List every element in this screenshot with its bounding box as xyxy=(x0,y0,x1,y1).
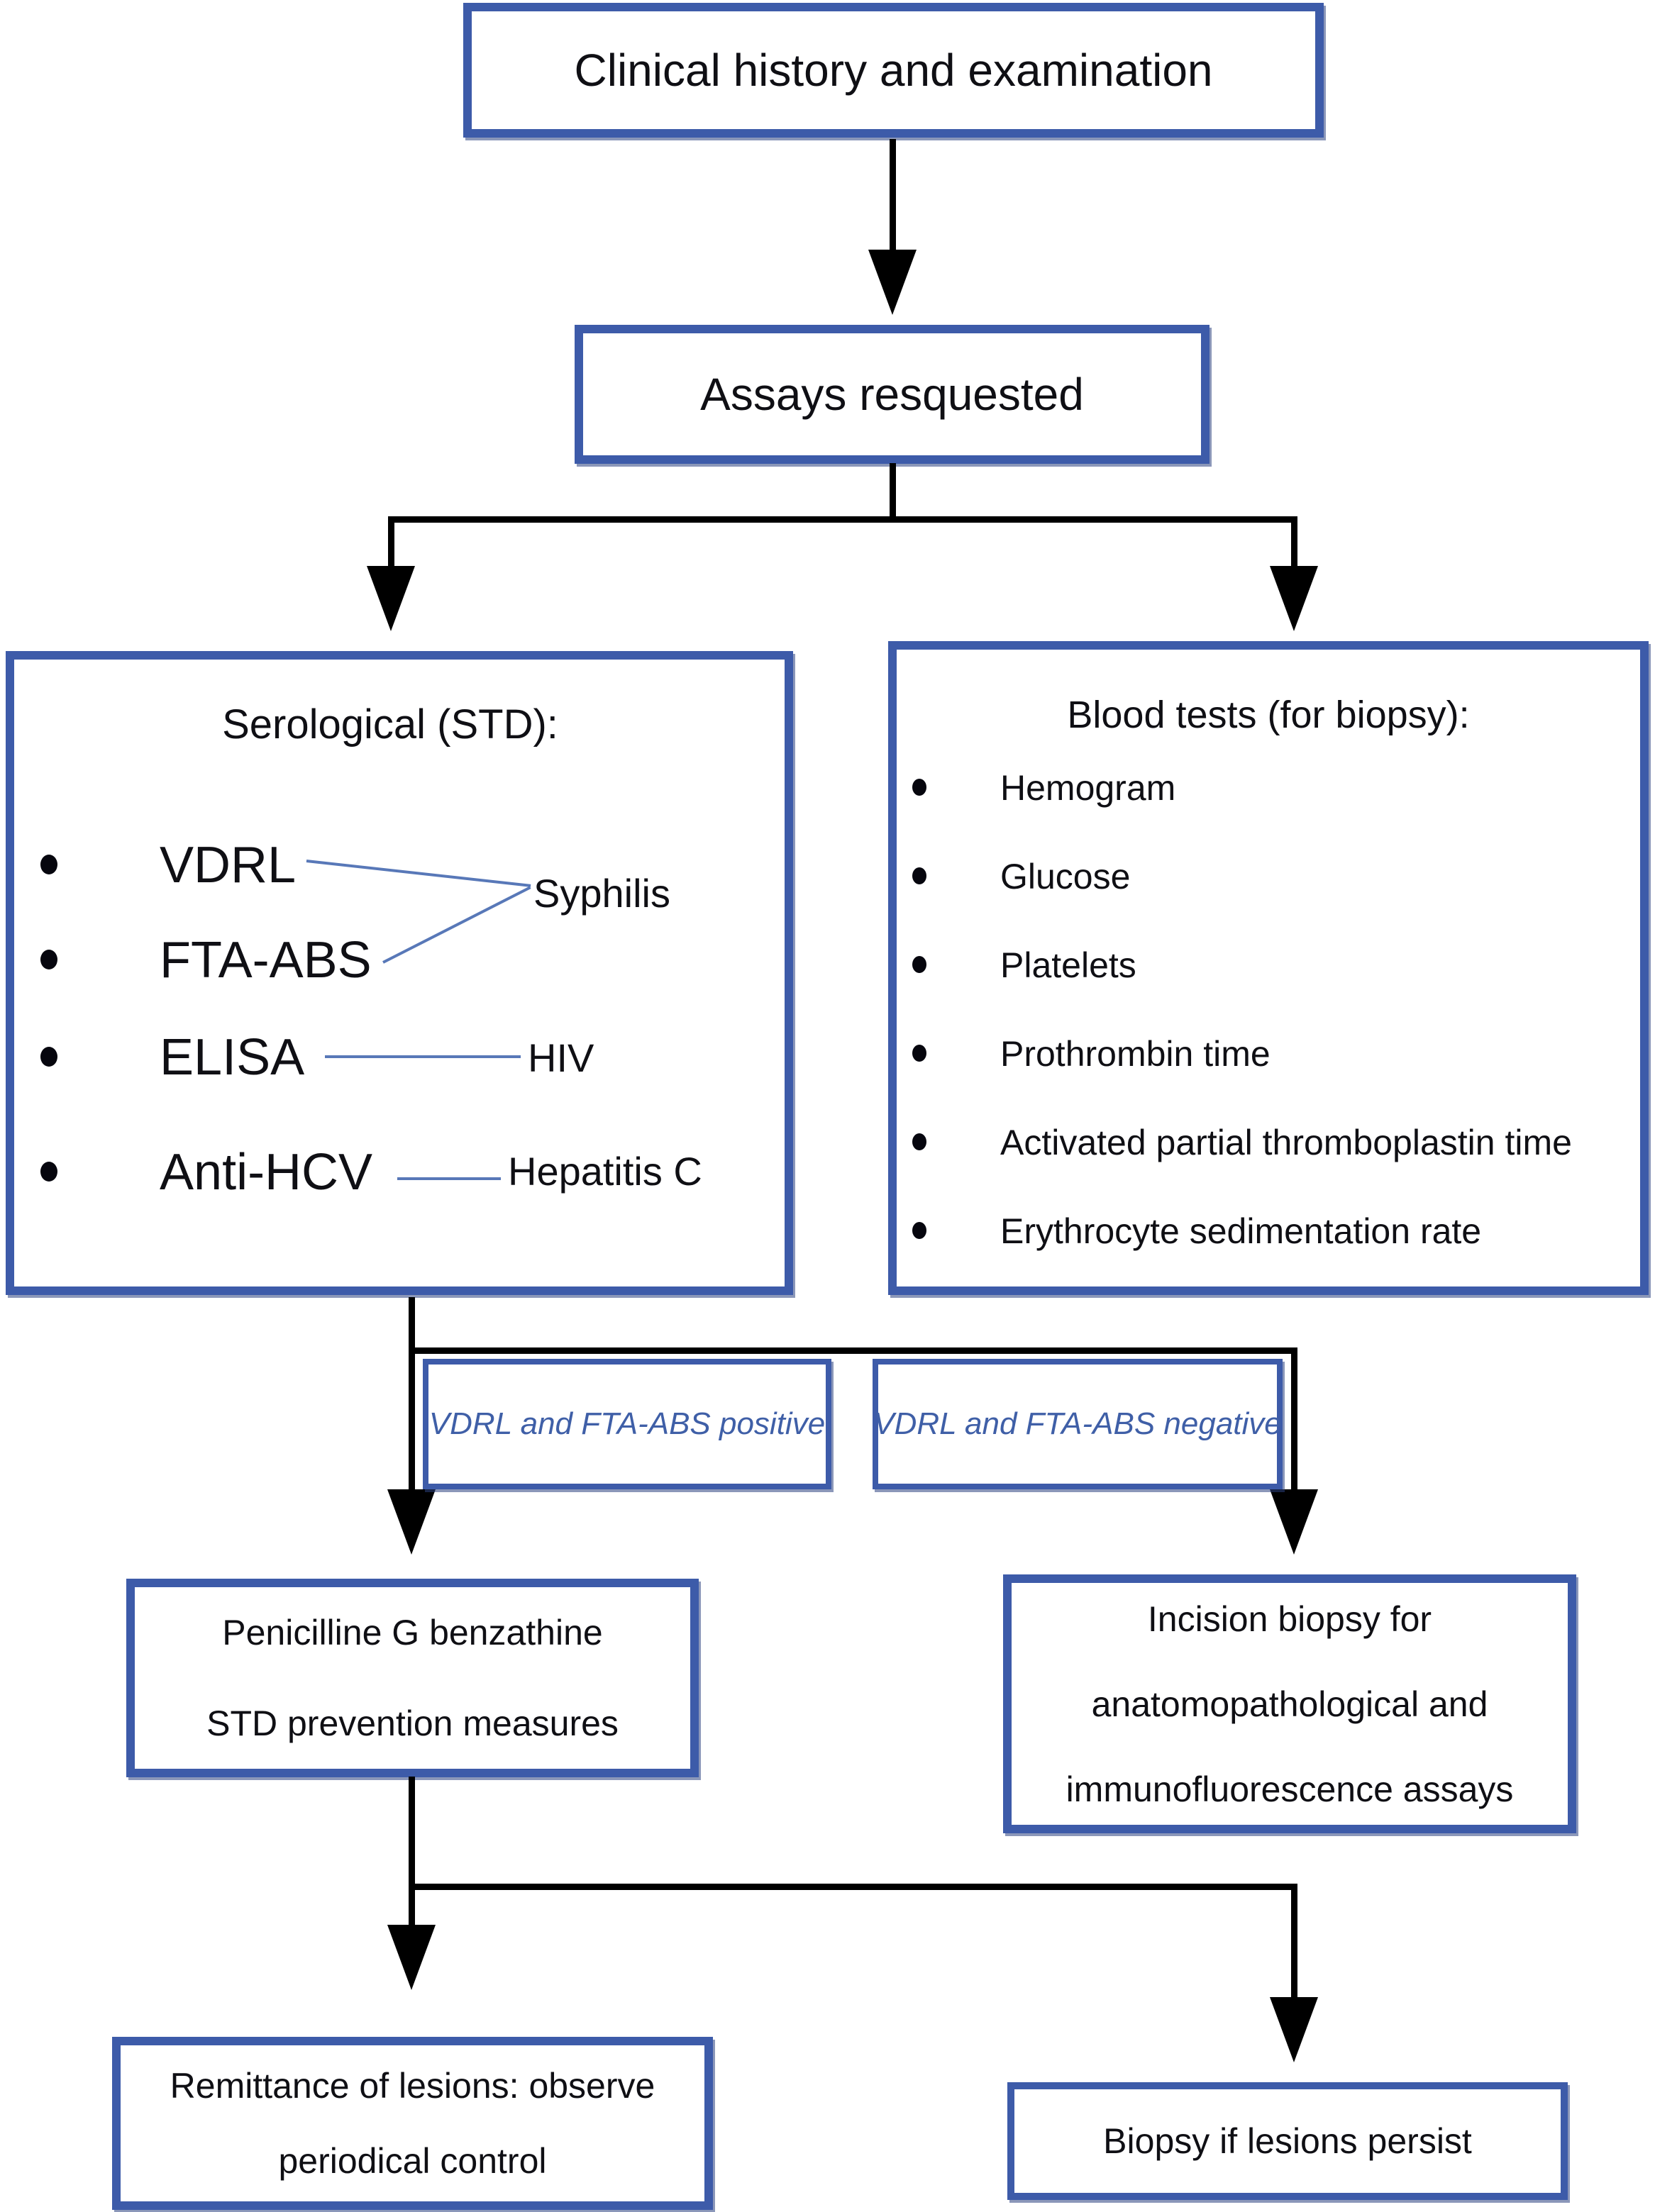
arrow-down-icon xyxy=(1270,1997,1318,2062)
bullet-icon xyxy=(912,867,926,884)
incision-line2: anatomopathological and xyxy=(1091,1684,1488,1724)
elisa-to-hiv-line xyxy=(325,1055,521,1058)
treatment-line2: STD prevention measures xyxy=(206,1704,619,1743)
serological-test-anti-hcv: Anti-HCV xyxy=(160,1144,373,1201)
serological-title: Serological (STD): xyxy=(222,701,558,747)
target-hepatitis-c: Hepatitis C xyxy=(508,1149,702,1194)
flow-line xyxy=(1291,1354,1297,1493)
flow-line xyxy=(1291,1890,1297,2000)
incision-line1: Incision biopsy for xyxy=(1147,1599,1432,1639)
flow-line xyxy=(388,516,394,570)
clinical-history-box: Clinical history and examination xyxy=(463,3,1324,138)
flow-line xyxy=(388,516,1297,523)
penicillin-treatment-box: Penicilline G benzathine STD prevention … xyxy=(126,1579,699,1777)
flow-line xyxy=(409,1890,415,1929)
blood-item-platelets: Platelets xyxy=(1000,945,1136,985)
blood-item-esr: Erythrocyte sedimentation rate xyxy=(1000,1211,1482,1251)
target-hiv: HIV xyxy=(528,1035,594,1080)
bullet-icon xyxy=(912,1045,926,1062)
treatment-line1: Penicilline G benzathine xyxy=(222,1613,603,1652)
flow-line xyxy=(890,463,896,520)
remittance-line1: Remittance of lesions: observe xyxy=(170,2066,655,2106)
assays-requested-label: Assays resquested xyxy=(700,369,1084,420)
vdrl-positive-condition-box: VDRL and FTA-ABS positive xyxy=(423,1359,831,1489)
bullet-icon xyxy=(40,950,57,969)
arrow-down-icon xyxy=(1270,1489,1318,1555)
serological-test-fta-abs: FTA-ABS xyxy=(160,932,372,989)
incision-line3: immunofluorescence assays xyxy=(1065,1769,1514,1809)
arrow-down-icon xyxy=(1270,566,1318,631)
incision-biopsy-box: Incision biopsy for anatomopathological … xyxy=(1003,1574,1576,1833)
vdrl-negative-condition-box: VDRL and FTA-ABS negative xyxy=(873,1359,1283,1489)
arrow-down-icon xyxy=(387,1925,436,1990)
bullet-icon xyxy=(40,1047,57,1067)
serological-test-elisa: ELISA xyxy=(160,1029,305,1086)
bullet-icon xyxy=(40,1162,57,1182)
serological-std-box xyxy=(6,651,793,1295)
arrow-down-icon xyxy=(868,250,917,315)
bullet-icon xyxy=(912,1133,926,1150)
biopsy-persist-box: Biopsy if lesions persist xyxy=(1007,2082,1568,2200)
vdrl-negative-label: VDRL and FTA-ABS negative xyxy=(873,1406,1282,1441)
biopsy-persist-label: Biopsy if lesions persist xyxy=(1103,2121,1472,2161)
blood-item-glucose: Glucose xyxy=(1000,857,1131,896)
flow-line xyxy=(890,139,896,252)
flow-line xyxy=(409,1347,1297,1354)
arrow-down-icon xyxy=(387,1489,436,1555)
blood-item-hemogram: Hemogram xyxy=(1000,768,1176,808)
flow-line xyxy=(409,1354,415,1493)
bullet-icon xyxy=(912,956,926,973)
flow-line xyxy=(409,1777,415,1890)
blood-item-aptt: Activated partial thromboplastin time xyxy=(1000,1123,1572,1162)
vdrl-positive-label: VDRL and FTA-ABS positive xyxy=(428,1406,826,1441)
bullet-icon xyxy=(912,779,926,796)
bullet-icon xyxy=(40,855,57,874)
serological-test-vdrl: VDRL xyxy=(160,837,297,894)
assays-requested-box: Assays resquested xyxy=(575,325,1210,464)
clinical-history-label: Clinical history and examination xyxy=(574,45,1213,96)
blood-item-prothrombin-time: Prothrombin time xyxy=(1000,1034,1271,1074)
flow-line xyxy=(1291,516,1297,570)
anti-hcv-to-hepatitis-line xyxy=(397,1177,501,1180)
flow-line xyxy=(409,1884,1297,1890)
arrow-down-icon xyxy=(367,566,415,631)
remittance-line2: periodical control xyxy=(278,2141,547,2181)
flow-line xyxy=(409,1297,415,1354)
blood-tests-box xyxy=(888,641,1649,1295)
blood-tests-title: Blood tests (for biopsy): xyxy=(1067,694,1470,736)
target-syphilis: Syphilis xyxy=(533,871,670,916)
remittance-observe-box: Remittance of lesions: observe periodica… xyxy=(112,2037,713,2210)
bullet-icon xyxy=(912,1222,926,1239)
